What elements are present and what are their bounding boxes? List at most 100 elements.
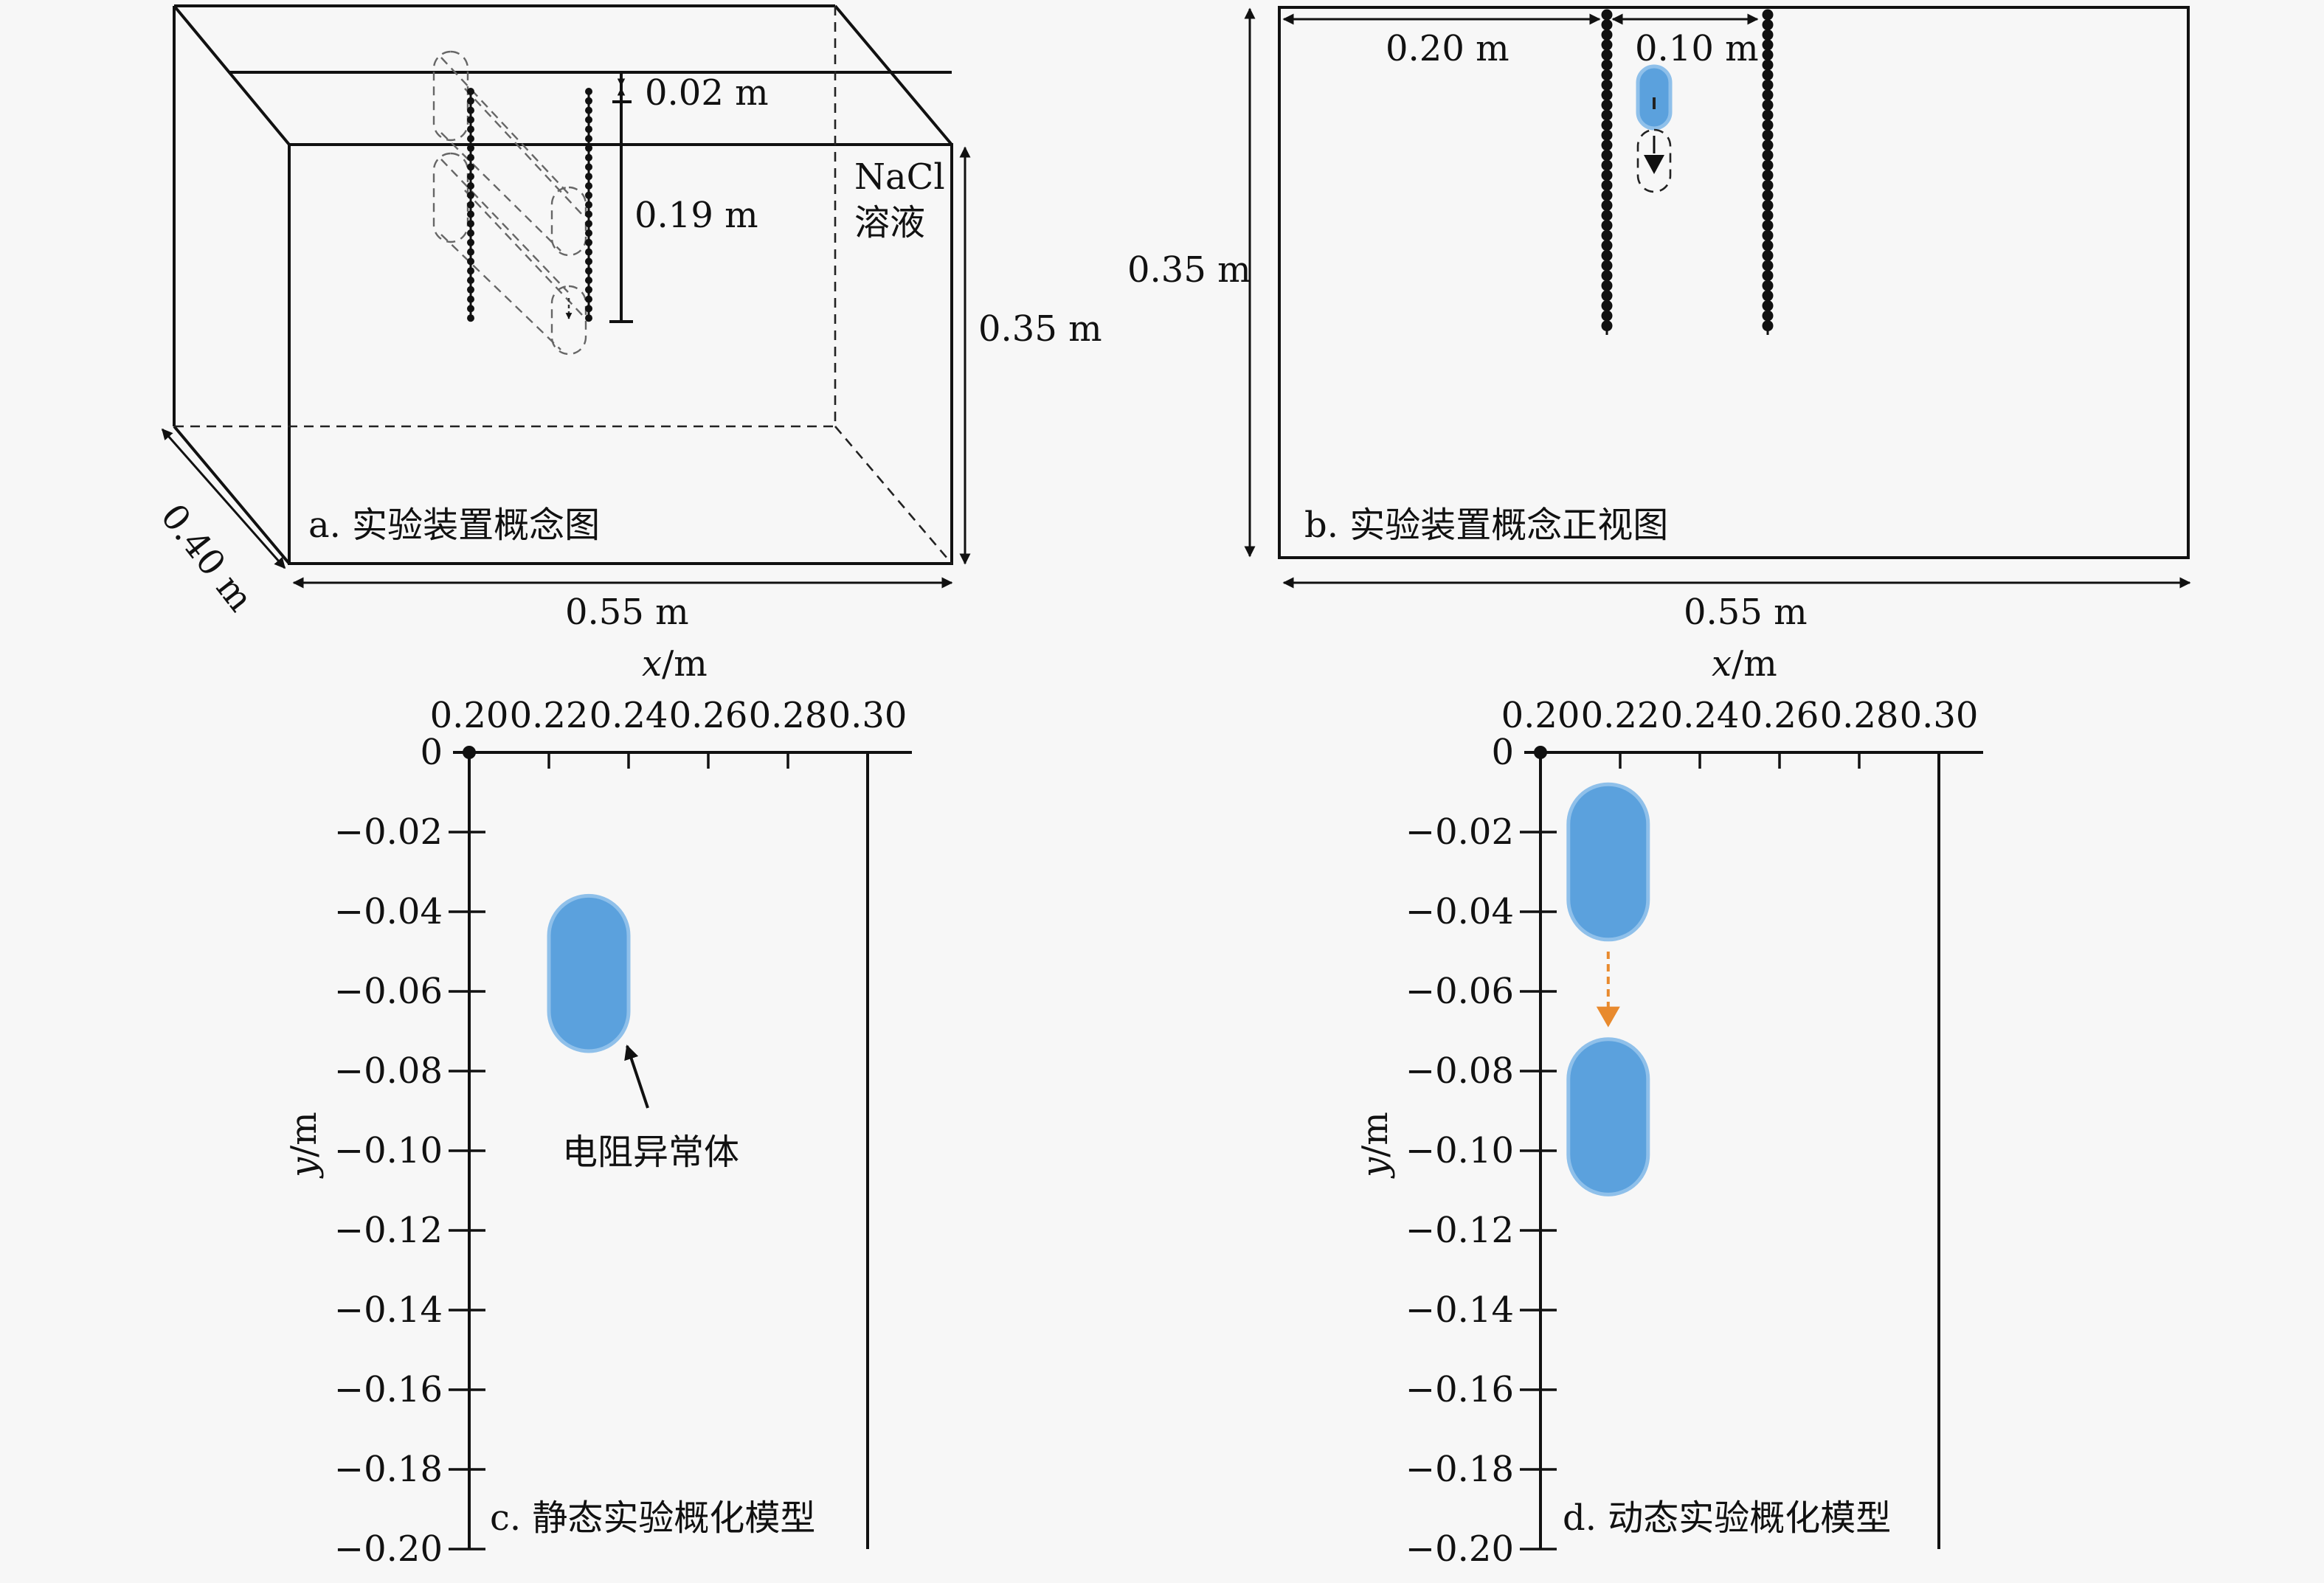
electrode [1601, 229, 1613, 241]
x-tick-label: 0.26 [669, 695, 748, 736]
y-tick-label: −0.04 [334, 891, 443, 932]
solution-label-1: NaCl [854, 156, 945, 198]
electrode [1601, 59, 1613, 71]
electrode [467, 88, 474, 95]
electrode [1762, 69, 1774, 81]
dim-spacing-a: 0.02 m [645, 72, 769, 114]
electrode [1762, 129, 1774, 141]
electrode [1601, 310, 1613, 322]
x-tick-label: 0.28 [1820, 695, 1899, 736]
electrode [1762, 280, 1774, 291]
electrode [585, 182, 592, 190]
y-tick-label: −0.02 [1405, 811, 1514, 853]
electrode [467, 314, 474, 322]
electrode [1601, 79, 1613, 91]
electrode [1601, 260, 1613, 271]
y-tick-label: −0.04 [1405, 891, 1514, 932]
electrode [1762, 229, 1774, 241]
electrode [1762, 159, 1774, 171]
electrode [467, 153, 474, 162]
electrode [467, 305, 474, 313]
electrode [467, 144, 474, 152]
electrode [1762, 220, 1774, 232]
electrode [585, 285, 592, 294]
anomaly-front [1636, 64, 1673, 193]
dim-width-b: 0.55 m [1684, 592, 1808, 633]
x-tick-label: 0.22 [510, 695, 589, 736]
y-tick-label: −0.06 [334, 971, 443, 1012]
electrode [1601, 129, 1613, 141]
electrode [585, 201, 592, 209]
x-tick-label: 0.26 [1740, 695, 1819, 736]
movement-arrow [1596, 952, 1620, 1028]
y-tick-label: −0.18 [334, 1449, 443, 1490]
dimension-lines-b [1244, 7, 2191, 589]
electrode [1601, 179, 1613, 191]
electrode [585, 135, 592, 142]
electrode-string-left [1601, 9, 1613, 335]
electrode [1762, 79, 1774, 91]
electrode [1601, 209, 1613, 221]
y-tick-label: −0.12 [1405, 1210, 1514, 1251]
electrode [1762, 240, 1774, 252]
tank-box [173, 4, 953, 565]
y-tick-label: −0.14 [1405, 1289, 1514, 1331]
electrode [1601, 29, 1613, 41]
electrode-string-2 [585, 88, 592, 322]
electrode [585, 144, 592, 152]
electrode [1601, 299, 1613, 311]
electrode [585, 106, 592, 114]
electrode [585, 314, 592, 322]
electrode [467, 277, 474, 284]
electrode [585, 238, 592, 246]
y-tick-label: −0.06 [1405, 971, 1514, 1012]
electrode [1762, 190, 1774, 201]
resistivity-anomaly [1566, 1037, 1650, 1196]
anomaly-cylinders [432, 50, 587, 356]
electrode [585, 153, 592, 162]
dimension-lines-a [161, 72, 971, 589]
panel-b-front-view: 0.20 m 0.10 m 0.35 m 0.55 m b. 实验装置概念正视图 [1127, 6, 2191, 633]
electrode [467, 257, 474, 266]
dim-width-a: 0.55 m [565, 592, 689, 633]
electrode [1601, 39, 1613, 51]
electrode [585, 267, 592, 275]
electrode [467, 97, 474, 105]
anomaly-pointer [624, 1045, 649, 1109]
electrode [1601, 320, 1613, 332]
electrode [1601, 240, 1613, 252]
electrode [585, 295, 592, 303]
electrode [1762, 39, 1774, 51]
y-axis-title-d: y/m [1355, 1112, 1396, 1179]
electrode [1601, 89, 1613, 101]
electrode [1762, 209, 1774, 221]
electrode [585, 191, 592, 199]
electrode [585, 220, 592, 228]
y-tick-label: −0.16 [334, 1369, 443, 1410]
x-tick-label: 0.30 [829, 695, 907, 736]
electrode [1762, 270, 1774, 282]
electrode [1601, 9, 1613, 21]
electrode [467, 116, 474, 124]
electrode [1601, 280, 1613, 291]
electrode [1762, 89, 1774, 101]
electrode [467, 220, 474, 228]
x-tick-label: 0.22 [1581, 695, 1660, 736]
x-tick-label: 0.30 [1900, 695, 1979, 736]
electrode [585, 277, 592, 284]
y-tick-label: 0 [1491, 732, 1514, 773]
electrode [1762, 199, 1774, 211]
electrode [467, 285, 474, 294]
anomaly-label: 电阻异常体 [562, 1132, 739, 1173]
electrode [1762, 49, 1774, 60]
y-tick-label: −0.20 [334, 1528, 443, 1570]
electrode [585, 116, 592, 124]
dim-offset-b: 0.20 m [1386, 28, 1509, 69]
electrode [1601, 99, 1613, 111]
y-tick-label: −0.10 [1405, 1130, 1514, 1171]
electrode [1601, 119, 1613, 131]
y-tick-label: −0.10 [334, 1130, 443, 1171]
electrode [1601, 159, 1613, 171]
electrode [1762, 19, 1774, 31]
